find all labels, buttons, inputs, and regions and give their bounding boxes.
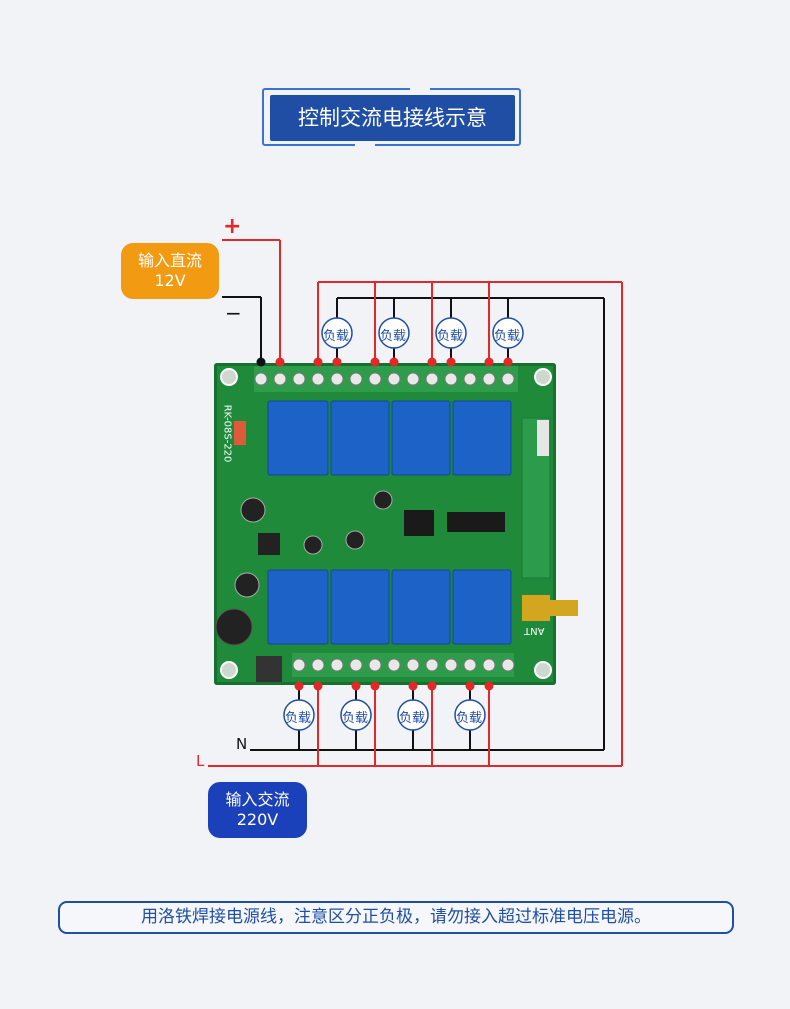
warning-note: 用洛铁焊接电源线，注意区分正负极，请勿接入超过标准电压电源。 [58,901,734,934]
load-label: 负载 [456,711,483,726]
relay [267,400,329,476]
load-circle [340,699,372,731]
load-label: 负载 [342,711,369,726]
board-ant-silk: ANT [524,625,545,636]
dc-plus-label: + [223,214,242,239]
relay [391,400,451,476]
dc-minus-label: − [225,301,242,325]
board-details [215,366,578,682]
load-circle [321,317,353,349]
load-label: 负载 [380,329,407,344]
bottom-loads [283,699,486,731]
ac-l-label: L [196,752,205,770]
load-circle [492,317,524,349]
load-circle [435,317,467,349]
board-model-silk: RK-08S-220 [221,404,233,463]
load-circle [378,317,410,349]
page-title: 控制交流电接线示意 [270,95,515,141]
load-label: 负载 [494,329,521,344]
load-label: 负载 [285,711,312,726]
relay [452,569,512,645]
load-circle [397,699,429,731]
relay [330,569,390,645]
relay [267,569,329,645]
ac-input-line2: 220V [236,810,279,829]
ac-input-badge: 输入交流 220V [208,782,307,838]
dc-input-line1: 输入直流 [137,251,202,270]
ac-input-line1: 输入交流 [225,790,290,809]
dc-input-badge: 输入直流 12V [121,243,219,299]
dc-input-line2: 12V [154,271,186,290]
load-label: 负载 [437,329,464,344]
title-frame [262,88,521,146]
load-circle [283,699,315,731]
relay [391,569,451,645]
top-loads [321,317,524,349]
load-label: 负载 [323,329,350,344]
load-circle [454,699,486,731]
load-label: 负载 [399,711,426,726]
ac-n-label: N [236,735,248,753]
relay [452,400,512,476]
top-channel-wires [317,282,509,362]
relay [330,400,390,476]
terminal-dots [256,357,513,691]
